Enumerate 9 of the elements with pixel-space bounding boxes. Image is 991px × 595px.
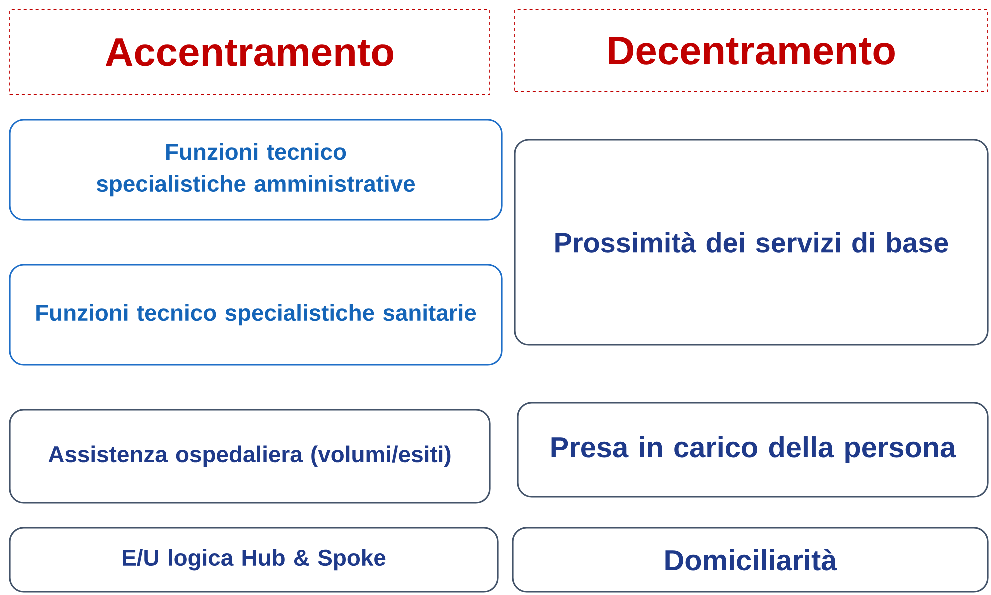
topic-box: Presa in carico della persona <box>517 402 989 498</box>
topic-box: Funzioni tecnico specialistiche amministrative <box>9 119 503 221</box>
topic-box: E/U logica Hub & Spoke <box>9 527 499 593</box>
topic-box: Funzioni tecnico specialistiche sanitarie <box>9 264 503 366</box>
topic-box: Domiciliarità <box>512 527 989 593</box>
topic-box: Assistenza ospedaliera (volumi/esiti) <box>9 409 491 504</box>
title-box: Accentramento <box>10 10 490 96</box>
title-box: Decentramento <box>514 10 988 92</box>
topic-box: Prossimità dei servizi di base <box>514 139 989 346</box>
